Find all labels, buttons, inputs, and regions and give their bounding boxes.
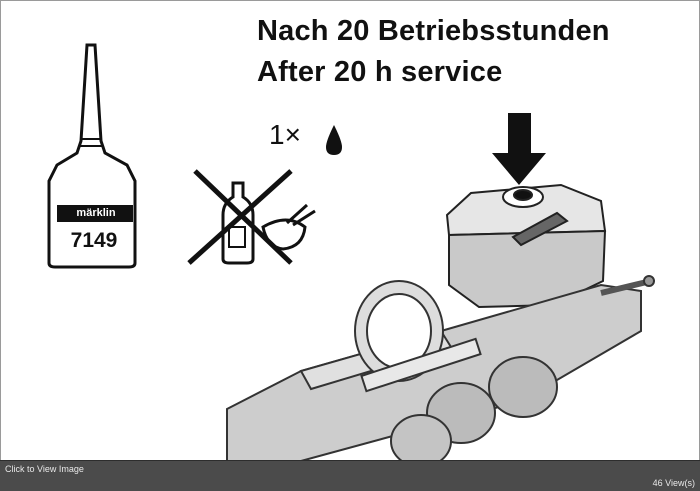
oil-drop-icon xyxy=(326,125,342,155)
bottle-brand-label: märklin xyxy=(76,207,116,219)
dose-label: 1× xyxy=(269,119,301,150)
locomotive-chassis xyxy=(226,275,655,461)
no-detergent-icon xyxy=(187,169,316,265)
motor-housing xyxy=(445,183,607,309)
oil-bottle-icon xyxy=(47,43,137,269)
view-image-link[interactable]: Click to View Image xyxy=(5,464,84,474)
illustration xyxy=(47,43,655,461)
viewer-footer: Click to View Image 46 View(s) xyxy=(0,460,700,491)
view-count: 46 View(s) xyxy=(652,478,695,488)
heading-english: After 20 h service xyxy=(257,56,503,88)
image-frame[interactable]: Nach 20 Betriebsstunden After 20 h servi… xyxy=(0,0,700,462)
bottle-code-label: 7149 xyxy=(70,229,118,252)
arrow-down-icon xyxy=(492,113,546,185)
heading-german: Nach 20 Betriebsstunden xyxy=(257,15,610,47)
